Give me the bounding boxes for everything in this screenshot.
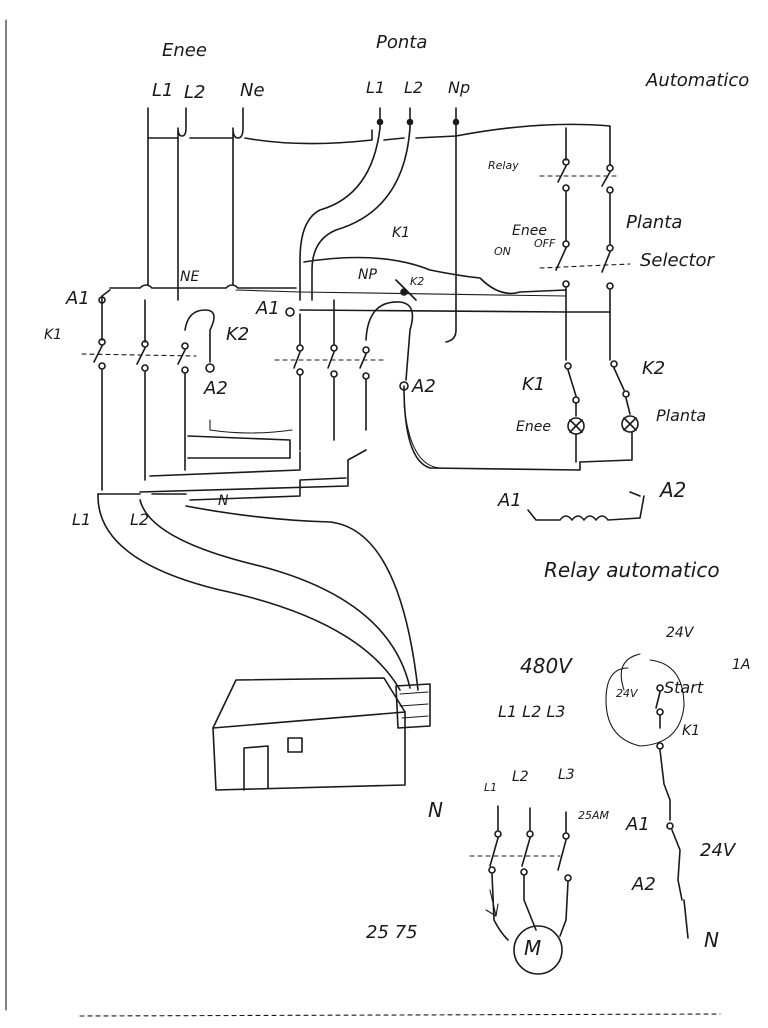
a1-bottom-label: A1 — [626, 814, 650, 835]
relay-label: Relay — [488, 159, 519, 172]
v24-top-label: 24V — [666, 625, 694, 641]
a2-mid-label: A2 — [412, 376, 436, 397]
k1-left-label: K1 — [44, 327, 63, 343]
ne-mid-label: NE — [180, 269, 200, 285]
out-n-label: N — [218, 493, 229, 509]
enee-ne-label: Ne — [240, 80, 265, 101]
a1-mid-label: A1 — [256, 298, 280, 319]
coil-a1-label: A1 — [498, 490, 522, 511]
k1-top-label: K1 — [392, 225, 411, 241]
l1-bottom-label: L1 — [484, 781, 498, 794]
selector-on-label: ON — [494, 245, 511, 258]
planta-l2-label: L2 — [404, 78, 424, 97]
k2-left-label: K2 — [226, 324, 250, 345]
k2-mid-label: K2 — [410, 275, 425, 288]
n-right-bottom-label: N — [704, 928, 719, 952]
l2-bottom-label: L2 — [512, 769, 529, 785]
np-mid-label: NP — [358, 267, 377, 283]
out-l2-label: L2 — [130, 510, 150, 529]
v480-label: 480V — [520, 654, 572, 678]
planta-l1-label: L1 — [366, 78, 386, 97]
enee-label: Enee — [162, 40, 207, 61]
coil-a2-label: A2 — [660, 478, 687, 502]
a2-left-label: A2 — [204, 378, 228, 399]
amp25-label: 25AM — [578, 809, 610, 822]
enee-l1-label: L1 — [152, 80, 174, 101]
planta-selector-label-2: Selector — [640, 250, 714, 271]
planta-selector-label-1: Planta — [626, 212, 683, 233]
selector-enee-label: Enee — [512, 223, 547, 239]
selector-off-label: OFF — [534, 237, 556, 250]
v24-bottom-label: 24V — [700, 840, 736, 861]
k1-right-label: K1 — [522, 374, 546, 395]
k2-right-label: K2 — [642, 358, 666, 379]
a1-left-label: A1 — [66, 288, 90, 309]
n-bottom-label: N — [428, 798, 443, 822]
l1l2l3-top-label: L1 L2 L3 — [498, 702, 566, 721]
motor-label: M — [524, 936, 542, 960]
planta-lamp-label: Planta — [656, 406, 707, 425]
hp-label: 25 75 — [366, 922, 418, 943]
planta-np-label: Np — [448, 78, 471, 97]
relay-automatico-label: Relay automatico — [544, 558, 720, 582]
one-amp-label: 1A — [732, 657, 751, 673]
start-label: Start — [664, 678, 704, 697]
planta-label: Ponta — [376, 32, 428, 53]
enee-lamp-label: Enee — [516, 419, 551, 435]
a2-bottom-label: A2 — [632, 874, 656, 895]
enee-l2-label: L2 — [184, 82, 206, 103]
l3-bottom-label: L3 — [558, 767, 575, 783]
out-l1-label: L1 — [72, 510, 92, 529]
v24-circle-label: 24V — [616, 687, 638, 700]
k1-start-label: K1 — [682, 723, 701, 739]
automatico-top-label: Automatico — [646, 70, 750, 91]
